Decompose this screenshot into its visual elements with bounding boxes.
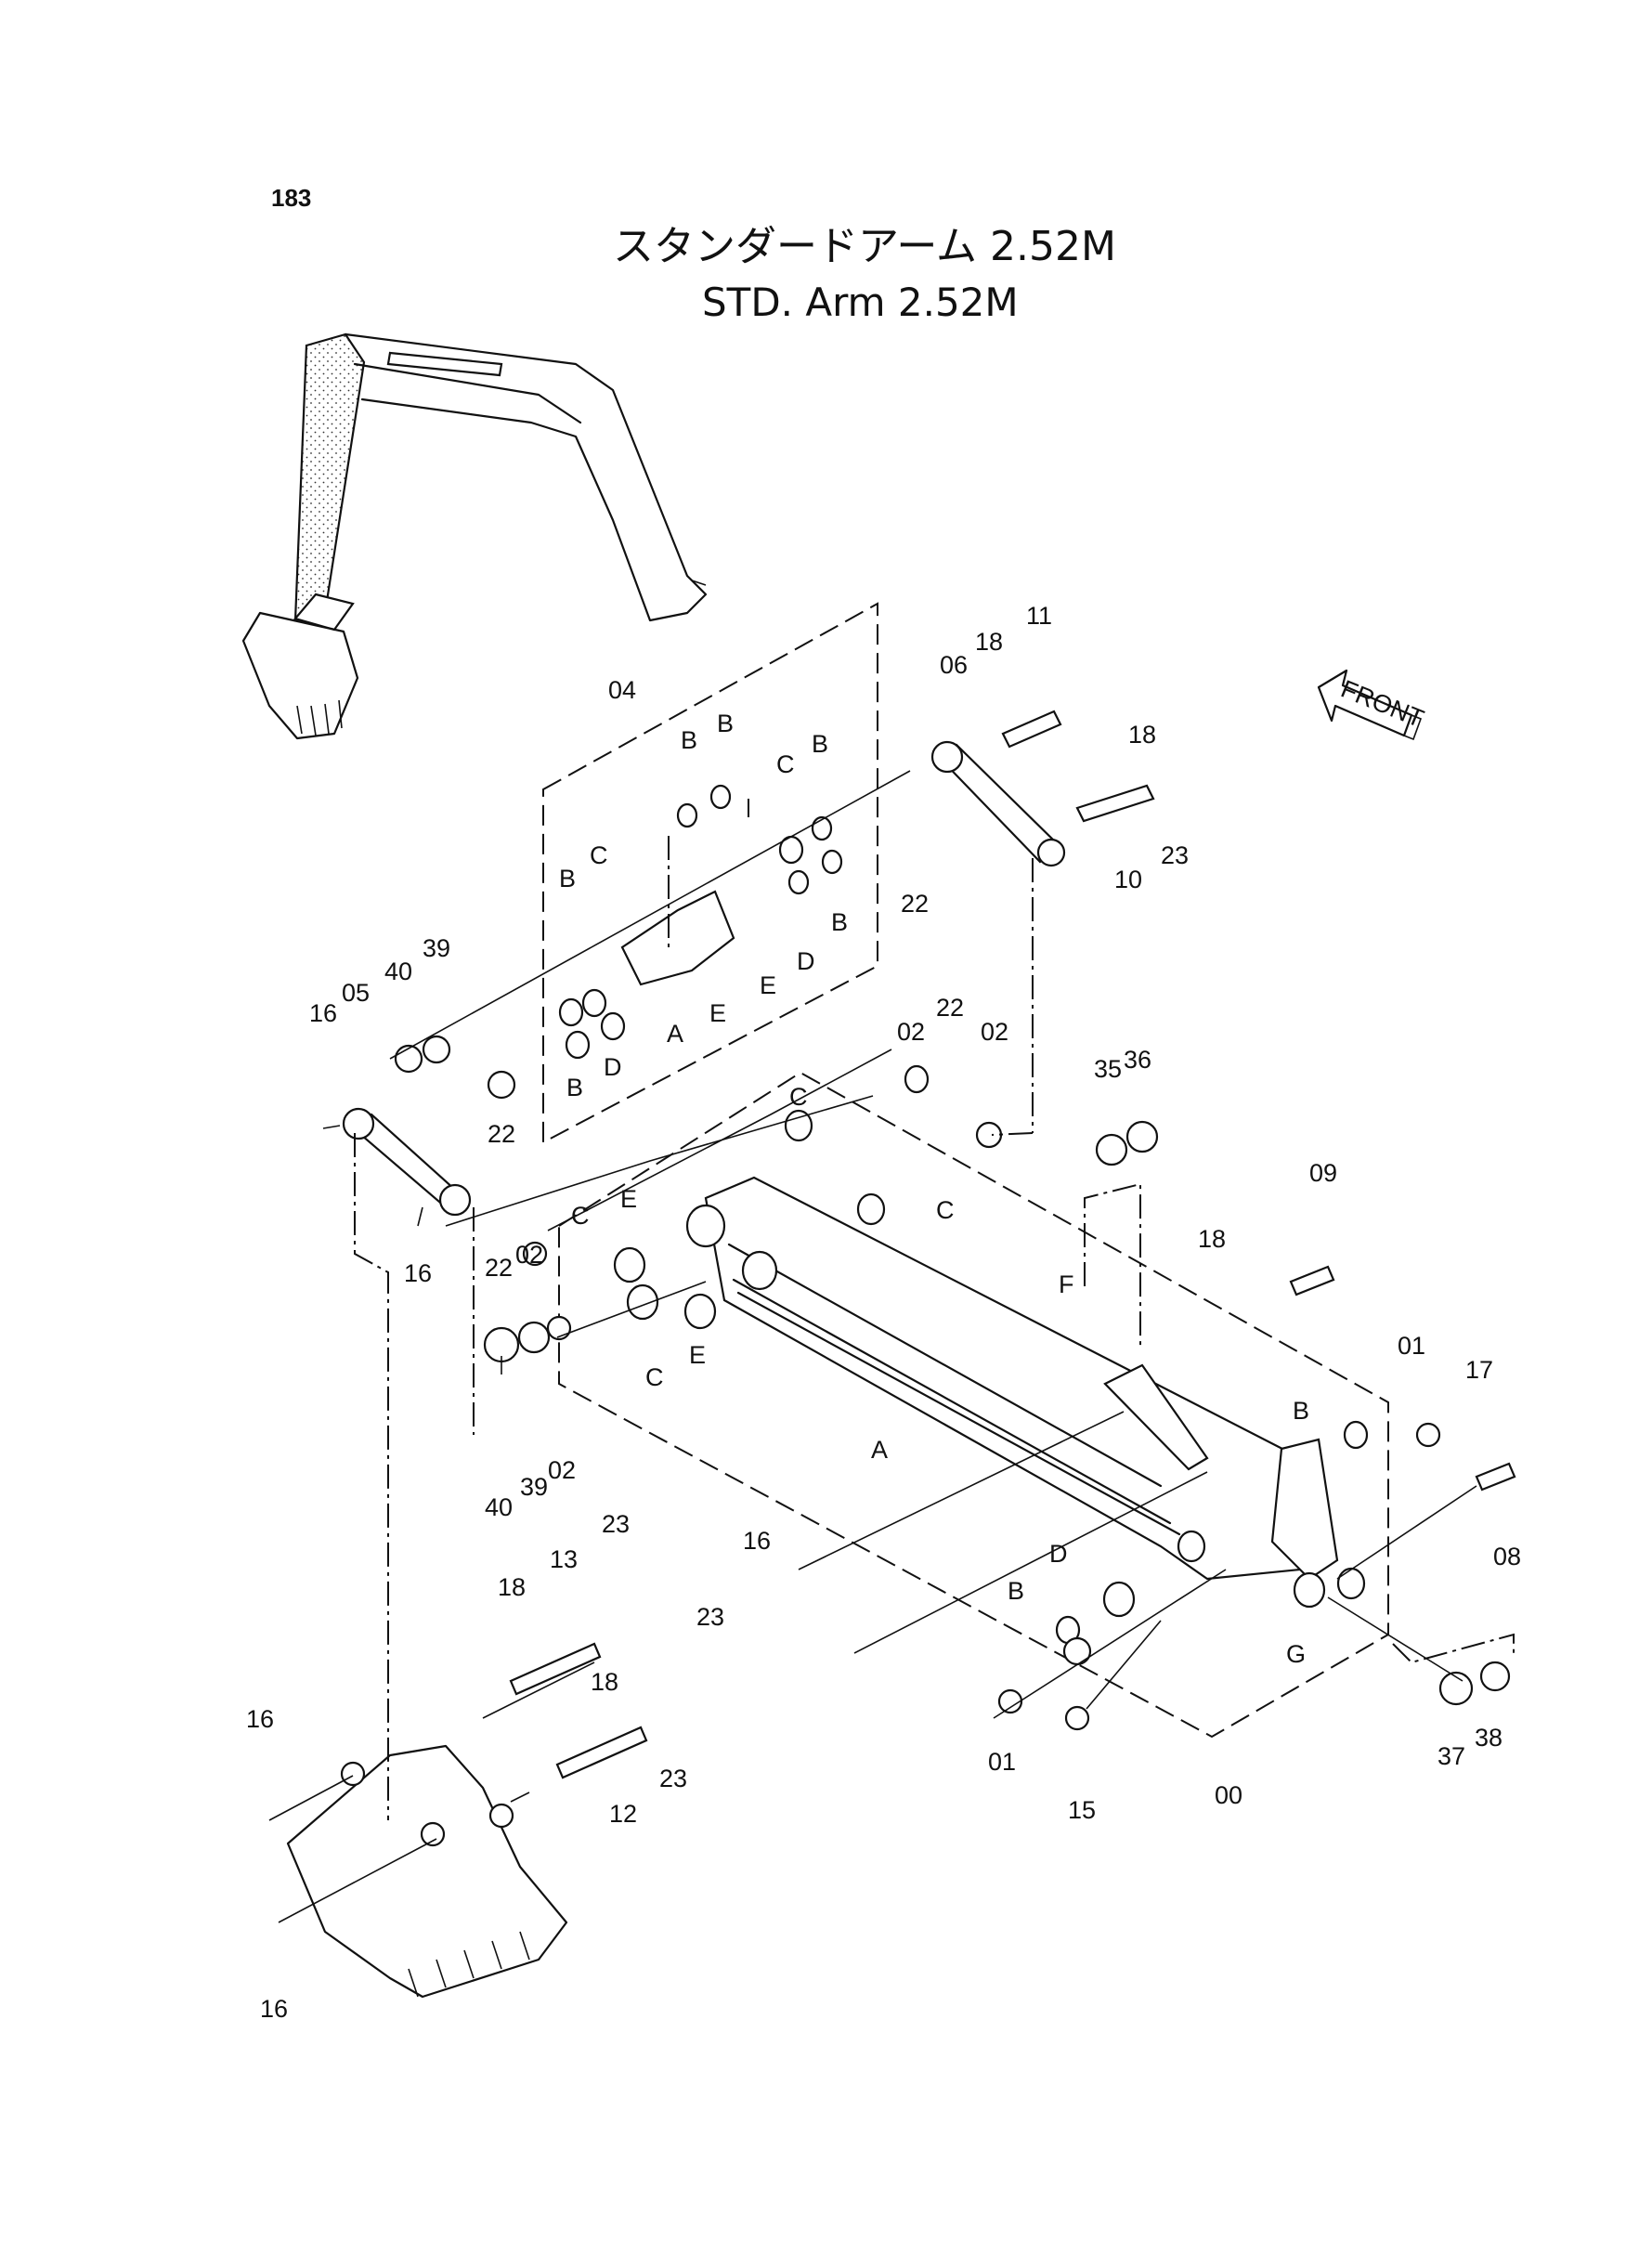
- callout-18e: 18: [591, 1668, 618, 1696]
- bushings-group: [558, 784, 1369, 1645]
- callout-Be: B: [559, 865, 576, 892]
- callout-23c: 23: [602, 1510, 630, 1538]
- washers-group: [394, 1035, 1511, 1731]
- callout-13: 13: [550, 1545, 578, 1573]
- callout-Bf: B: [566, 1074, 583, 1101]
- callout-Ca: C: [776, 750, 795, 778]
- callout-Dc: D: [1049, 1540, 1068, 1568]
- callout-Cb: C: [590, 841, 608, 869]
- callout-39a: 39: [423, 934, 450, 962]
- callout-10: 10: [1114, 866, 1142, 893]
- callout-Bb: B: [717, 710, 734, 737]
- callout-F: F: [1059, 1270, 1074, 1298]
- callout-02a: 02: [897, 1018, 925, 1046]
- callout-Cc: C: [789, 1083, 808, 1111]
- callout-05: 05: [342, 979, 370, 1007]
- callout-37: 37: [1437, 1742, 1465, 1770]
- callout-Db: D: [604, 1053, 622, 1081]
- callout-16e: 16: [260, 1995, 288, 2023]
- callout-23d: 23: [659, 1765, 687, 1792]
- callout-22b: 22: [488, 1120, 515, 1148]
- title-japanese: スタンダードアーム 2.52M: [613, 223, 1116, 270]
- callout-01a: 01: [1398, 1332, 1425, 1360]
- callout-18c: 18: [1198, 1225, 1226, 1253]
- callout-35: 35: [1094, 1055, 1122, 1083]
- callout-23a: 23: [1161, 841, 1189, 869]
- front-label: FRONT: [1337, 675, 1427, 734]
- callout-Ba: B: [681, 726, 697, 754]
- callout-Bg: B: [1293, 1397, 1309, 1425]
- callout-02b: 02: [981, 1018, 1008, 1046]
- callout-09: 09: [1309, 1159, 1337, 1187]
- callout-Aa: A: [667, 1020, 683, 1048]
- pins-group: [509, 710, 1516, 1779]
- callout-11: 11: [1026, 602, 1052, 630]
- callout-40b: 40: [485, 1493, 513, 1521]
- callout-G: G: [1286, 1640, 1306, 1668]
- subassembly-box-04: [542, 602, 878, 1144]
- callout-16c: 16: [743, 1527, 771, 1555]
- callout-23b: 23: [696, 1603, 724, 1631]
- callout-08: 08: [1493, 1543, 1521, 1570]
- callout-18b: 18: [1128, 721, 1156, 749]
- callout-38: 38: [1475, 1724, 1502, 1752]
- bucket-icon: [286, 1744, 568, 1999]
- callout-Ab: A: [871, 1436, 888, 1464]
- callout-Da: D: [797, 947, 815, 975]
- excavator-overview-icon: [241, 332, 708, 740]
- callout-Bh: B: [1008, 1577, 1024, 1605]
- callout-16b: 16: [404, 1259, 432, 1287]
- callout-02d: 02: [548, 1456, 576, 1484]
- leader-lines: [268, 770, 1477, 1923]
- callout-Eb: E: [709, 999, 726, 1027]
- callout-E3: E: [689, 1341, 706, 1369]
- callout-12: 12: [609, 1800, 637, 1828]
- callout-02c: 02: [515, 1241, 543, 1269]
- callout-04: 04: [608, 676, 636, 704]
- callout-40a: 40: [384, 958, 412, 985]
- center-lines: [354, 799, 1515, 1820]
- callout-22a: 22: [901, 890, 929, 918]
- callout-Ea: E: [760, 971, 776, 999]
- callout-39b: 39: [520, 1473, 548, 1501]
- callout-Cd: C: [936, 1196, 955, 1224]
- callout-E2: E: [620, 1185, 637, 1213]
- callout-22c: 22: [936, 994, 964, 1022]
- callout-36: 36: [1124, 1046, 1151, 1074]
- callout-22d: 22: [485, 1254, 513, 1282]
- callout-15: 15: [1068, 1796, 1096, 1824]
- title-english: STD. Arm 2.52M: [702, 280, 1019, 325]
- callout-labels: 04 06 11 18 18 10 23 22 B B C B B D E E …: [246, 602, 1521, 2023]
- callout-17: 17: [1465, 1356, 1493, 1384]
- page-number: 183: [271, 184, 311, 212]
- callout-18a: 18: [975, 628, 1003, 656]
- callout-00: 00: [1215, 1781, 1242, 1809]
- callout-Bc: B: [812, 730, 828, 758]
- callout-01b: 01: [988, 1748, 1016, 1776]
- callout-16a: 16: [309, 999, 337, 1027]
- callout-Cf: C: [645, 1363, 664, 1391]
- callout-06: 06: [940, 651, 968, 679]
- callout-Ce: C: [571, 1202, 590, 1230]
- callout-Bd: B: [831, 908, 848, 936]
- callout-18d: 18: [498, 1573, 526, 1601]
- callout-16d: 16: [246, 1705, 274, 1733]
- front-arrow-icon: FRONT: [1317, 669, 1427, 741]
- arm-body: [685, 1176, 1366, 1609]
